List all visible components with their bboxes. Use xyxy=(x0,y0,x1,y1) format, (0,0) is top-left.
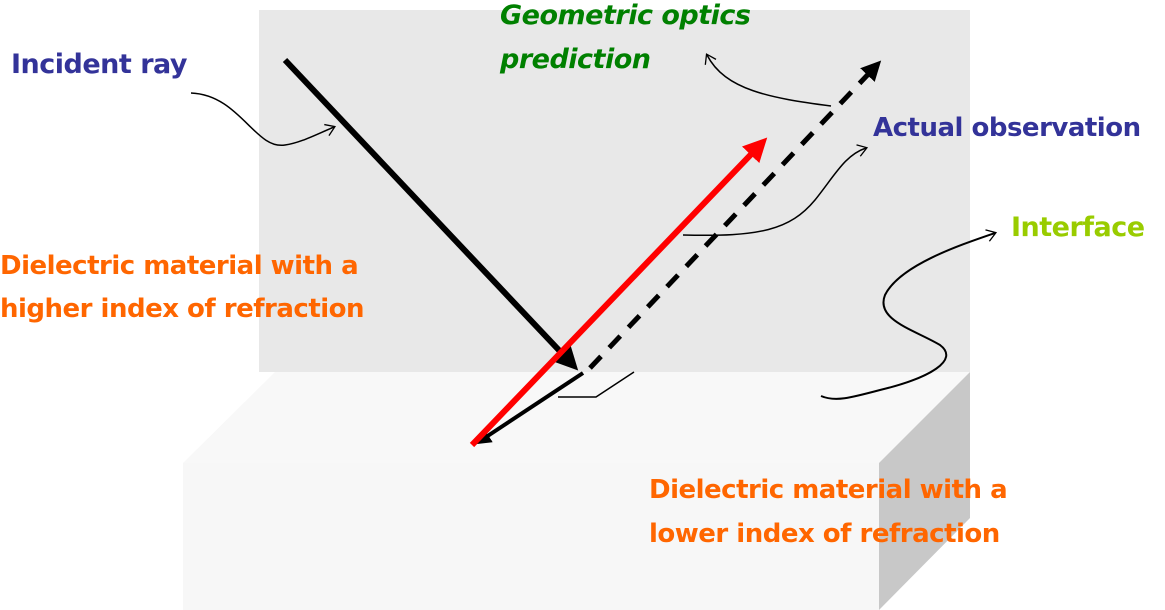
interface-label: Interface xyxy=(1011,212,1145,243)
interface-pointer xyxy=(820,229,998,400)
actual-observation-label: Actual observation xyxy=(873,113,1141,143)
reflected-segment-arrow xyxy=(474,371,585,445)
block-top-face xyxy=(183,372,970,463)
shift-indicator xyxy=(558,371,635,398)
incident-ray-label: Incident ray xyxy=(11,49,188,80)
high-index-region xyxy=(259,10,970,372)
lower-index-label-line1: Dielectric material with a xyxy=(649,475,1008,505)
geometric-prediction-label-line2: prediction xyxy=(500,44,651,75)
incident-pointer xyxy=(190,92,337,146)
geometric-prediction-ray xyxy=(588,60,882,370)
block-side-face xyxy=(879,372,970,610)
higher-index-label-line1: Dielectric material with a xyxy=(0,251,359,281)
actual-observation-ray xyxy=(469,137,768,448)
incident-ray-arrow xyxy=(282,57,579,371)
higher-index-label-line2: higher index of refraction xyxy=(0,294,365,324)
actual-pointer xyxy=(682,144,869,237)
geometric-prediction-label-line1: Geometric optics xyxy=(500,0,751,31)
lower-index-label-line2: lower index of refraction xyxy=(649,519,1000,549)
geometric-pointer xyxy=(704,53,832,107)
block-front-face xyxy=(183,463,879,610)
